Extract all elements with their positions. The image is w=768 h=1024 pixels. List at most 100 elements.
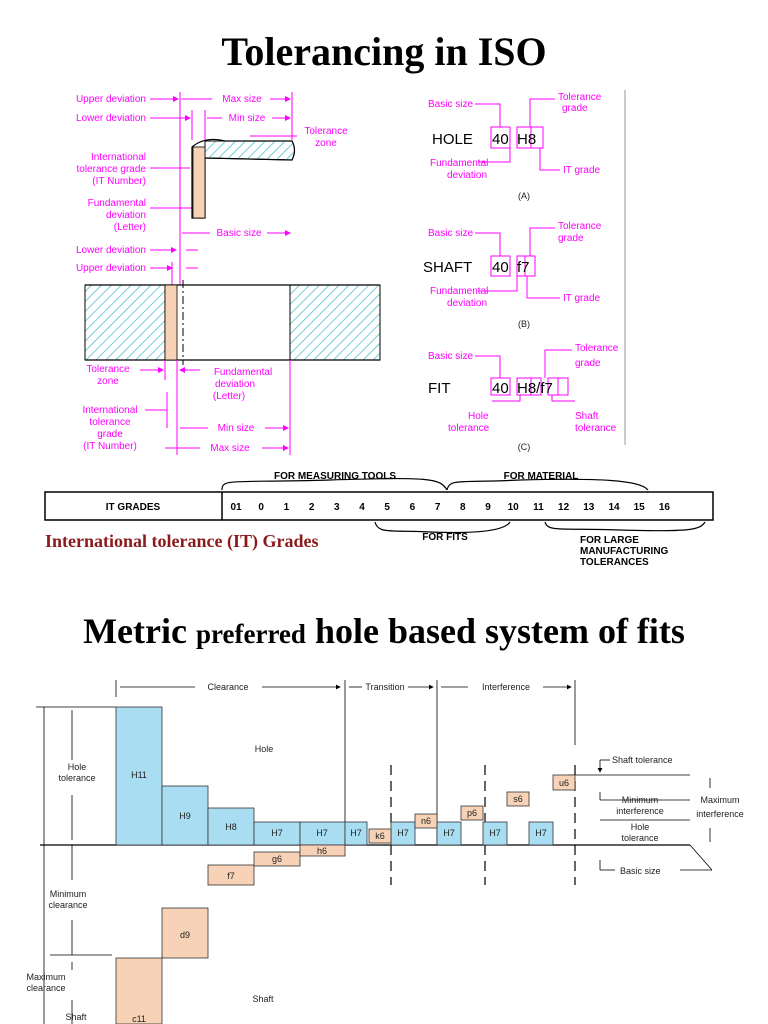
hole-tolerance-left: Hole bbox=[68, 762, 87, 772]
it-grade-8: 8 bbox=[460, 502, 466, 513]
for-large-1: FOR LARGE bbox=[580, 535, 639, 546]
bottom-fundamental-label-2: deviation bbox=[215, 379, 255, 390]
it-grade-2: 2 bbox=[309, 502, 315, 513]
basic-size-right: Basic size bbox=[620, 866, 661, 876]
max-clearance-label: Maximum bbox=[26, 972, 65, 982]
for-large-2: MANUFACTURING bbox=[580, 546, 669, 557]
upper-deviation-label: Upper deviation bbox=[76, 94, 146, 105]
it-grades-caption: International tolerance (IT) Grades bbox=[45, 531, 319, 551]
it-grade-1: 1 bbox=[284, 502, 290, 513]
it-number-label-3: (IT Number) bbox=[92, 176, 146, 187]
hole-h7-label-3: H7 bbox=[350, 828, 362, 838]
it-grade-4: 4 bbox=[359, 502, 365, 513]
bottom-it-label-4: (IT Number) bbox=[83, 441, 137, 452]
it-grade-0: 0 bbox=[258, 502, 264, 513]
fundamental-deviation-label: Fundamental bbox=[88, 198, 146, 209]
it-number-label-2: tolerance grade bbox=[77, 164, 147, 175]
shaft-u6-label: u6 bbox=[559, 778, 569, 788]
bottom-lower-deviation-label: Lower deviation bbox=[76, 245, 146, 256]
caption-b: (B) bbox=[518, 319, 530, 329]
shaft-boxes bbox=[115, 774, 576, 1024]
shaft-box-n6 bbox=[414, 813, 438, 829]
max-size-label: Max size bbox=[222, 94, 262, 105]
min-interference-label: Minimum bbox=[622, 795, 659, 805]
shaft-tolerance-label: Shaft tolerance bbox=[612, 755, 673, 765]
shaft-s6-label: s6 bbox=[513, 794, 523, 804]
hole-region-label: Hole bbox=[255, 744, 274, 754]
hole-h9-label: H9 bbox=[179, 811, 191, 821]
hole-basic-size: Basic size bbox=[428, 99, 473, 110]
shaft-d9-label: d9 bbox=[180, 930, 190, 940]
it-grade-3: 3 bbox=[334, 502, 340, 513]
shaft-f7-label: f7 bbox=[227, 871, 235, 881]
fit-shaft-tolerance: tolerance bbox=[575, 423, 617, 434]
for-large-3: TOLERANCES bbox=[580, 557, 649, 568]
hole-size: 40 bbox=[492, 131, 509, 148]
fit-designation: FIT 40 H8/f7 Basic size Tolerance grade … bbox=[428, 343, 619, 452]
it-number-label: International bbox=[91, 152, 146, 163]
fits-chart: Clearance Transition Interference Hole S… bbox=[26, 680, 744, 1024]
it-grade-14: 14 bbox=[608, 502, 620, 513]
shaft-word: SHAFT bbox=[423, 259, 472, 276]
hole-h7-label-7: H7 bbox=[535, 828, 547, 838]
max-clearance-label-2: clearance bbox=[26, 983, 65, 993]
fundamental-deviation-label-2: deviation bbox=[106, 210, 146, 221]
it-grade-9: 9 bbox=[485, 502, 491, 513]
hole-grade: grade bbox=[562, 103, 588, 114]
it-grade-7: 7 bbox=[435, 502, 441, 513]
basic-size-label: Basic size bbox=[216, 228, 261, 239]
it-grade-12: 12 bbox=[558, 502, 570, 513]
shaft-size: 40 bbox=[492, 259, 509, 276]
it-grade-15: 15 bbox=[634, 502, 646, 513]
bottom-fundamental-label: Fundamental bbox=[214, 367, 272, 378]
fits-title-preferred: preferred bbox=[195, 619, 306, 649]
hole-word: HOLE bbox=[432, 131, 473, 148]
shaft-grade: grade bbox=[558, 233, 584, 244]
fit-grade: grade bbox=[575, 358, 601, 369]
hole-box-h8 bbox=[207, 807, 255, 846]
fundamental-deviation-label-3: (Letter) bbox=[114, 222, 146, 233]
hole-box-h7-3 bbox=[344, 821, 368, 846]
hole-tolerance-right: Hole bbox=[631, 822, 650, 832]
min-clearance-label: Minimum bbox=[50, 889, 87, 899]
shaft-h6-label: h6 bbox=[317, 846, 327, 856]
it-grade-11: 11 bbox=[533, 502, 544, 513]
bottom-fundamental-label-3: (Letter) bbox=[213, 391, 245, 402]
fits-title-metric: Metric bbox=[83, 611, 187, 651]
bottom-max-size-label: Max size bbox=[210, 443, 250, 454]
shaft-box-c11 bbox=[115, 957, 163, 1024]
shaft-code: f7 bbox=[517, 259, 530, 276]
hole-h7-label-6: H7 bbox=[489, 828, 501, 838]
hole-box-h7-5 bbox=[436, 821, 462, 846]
bottom-upper-deviation-label: Upper deviation bbox=[76, 263, 146, 274]
fit-word: FIT bbox=[428, 380, 451, 397]
shaft-box-p6 bbox=[460, 805, 484, 821]
it-grade-16: 16 bbox=[659, 502, 671, 513]
hole-box-h7-7 bbox=[528, 821, 554, 846]
shaft-box-d9 bbox=[161, 907, 209, 959]
shaft-k6-label: k6 bbox=[375, 831, 385, 841]
hole-h7-label-2: H7 bbox=[316, 828, 328, 838]
it-grade-10: 10 bbox=[508, 502, 520, 513]
bottom-tolerance-zone-label: Tolerance bbox=[86, 364, 130, 375]
for-measuring-tools: FOR MEASURING TOOLS bbox=[274, 471, 396, 482]
transition-range-label: Transition bbox=[365, 682, 404, 692]
it-grade-01: 01 bbox=[230, 502, 242, 513]
hole-tolerance: Tolerance bbox=[558, 92, 602, 103]
tolerance-zone-label-2: zone bbox=[315, 138, 337, 149]
hole-boxes bbox=[115, 706, 554, 846]
shaft-p6-label: p6 bbox=[467, 808, 477, 818]
hole-fundamental: Fundamental bbox=[430, 158, 488, 169]
it-grade-6: 6 bbox=[410, 502, 416, 513]
max-interference-label-2: interference bbox=[696, 809, 744, 819]
shaft-basic-size: Basic size bbox=[428, 228, 473, 239]
interference-range-label: Interference bbox=[482, 682, 530, 692]
tolerance-zone-label: Tolerance bbox=[304, 126, 348, 137]
shaft-deviation: deviation bbox=[447, 298, 487, 309]
fits-title: Metric preferred hole based system of fi… bbox=[0, 610, 768, 652]
shaft-box-g6 bbox=[253, 851, 301, 867]
fit-basic-size: Basic size bbox=[428, 351, 473, 362]
it-grades-label: IT GRADES bbox=[106, 502, 161, 513]
